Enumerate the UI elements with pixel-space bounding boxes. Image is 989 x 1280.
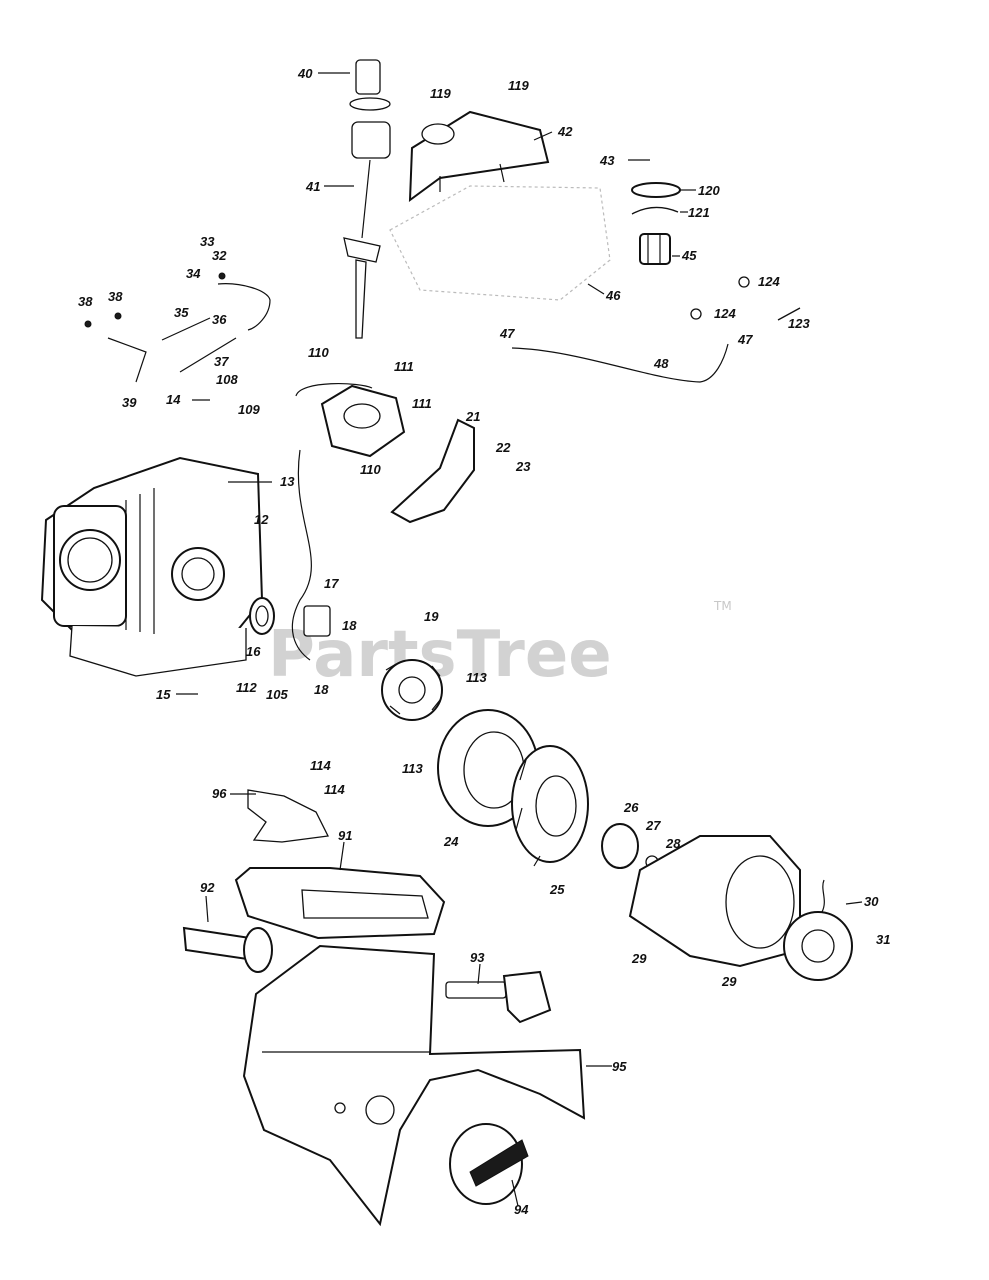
- callout-34: 34: [186, 266, 201, 281]
- callout-36: 36: [212, 312, 227, 327]
- callout-124: 124: [758, 274, 780, 289]
- fuel-tank: [389, 185, 611, 301]
- exhaust-pipe: [182, 926, 273, 973]
- callout-110: 110: [308, 345, 329, 360]
- callout-121: 121: [688, 205, 710, 220]
- callout-19: 19: [424, 609, 439, 624]
- callout-labels: 40 119 119 42 43 120 121 41 45 46 124 12…: [78, 66, 890, 1217]
- callout-31: 31: [876, 932, 890, 947]
- callout-119: 119: [508, 78, 529, 93]
- callout-120: 120: [698, 183, 720, 198]
- callout-39: 39: [122, 395, 137, 410]
- callout-119: 119: [430, 86, 451, 101]
- fuel-cap: [449, 1123, 529, 1205]
- callout-43: 43: [599, 153, 615, 168]
- callout-46: 46: [605, 288, 621, 303]
- callout-48: 48: [653, 356, 669, 371]
- callout-114: 114: [324, 782, 345, 797]
- callout-110: 110: [360, 462, 381, 477]
- callout-35: 35: [174, 305, 189, 320]
- callout-33: 33: [200, 234, 215, 249]
- callout-16: 16: [246, 644, 261, 659]
- callout-114: 114: [310, 758, 331, 773]
- callout-26: 26: [623, 800, 639, 815]
- callout-109: 109: [238, 402, 260, 417]
- callout-47: 47: [499, 326, 515, 341]
- callout-45: 45: [681, 248, 697, 263]
- callout-113: 113: [466, 670, 487, 685]
- callout-112: 112: [236, 680, 257, 695]
- engine-block: [40, 456, 264, 677]
- recoil-starter: [783, 879, 853, 981]
- callout-30: 30: [864, 894, 879, 909]
- callout-23: 23: [515, 459, 531, 474]
- callout-27: 27: [645, 818, 661, 833]
- engine-shroud: [242, 944, 586, 1227]
- callout-92: 92: [200, 880, 215, 895]
- callout-95: 95: [612, 1059, 627, 1074]
- callout-22: 22: [495, 440, 511, 455]
- callout-40: 40: [297, 66, 313, 81]
- callout-94: 94: [514, 1202, 529, 1217]
- governor-lever: [390, 418, 475, 524]
- callout-111: 111: [412, 396, 432, 411]
- callout-96: 96: [212, 786, 227, 801]
- callout-42: 42: [557, 124, 573, 139]
- callout-41: 41: [305, 179, 320, 194]
- cooling-fan: [511, 745, 589, 867]
- callout-111: 111: [394, 359, 414, 374]
- blower-housing: [628, 835, 801, 968]
- callout-29: 29: [721, 974, 737, 989]
- callout-29: 29: [631, 951, 647, 966]
- callout-37: 37: [214, 354, 229, 369]
- callout-93: 93: [470, 950, 485, 965]
- callout-14: 14: [166, 392, 181, 407]
- callout-38: 38: [108, 289, 123, 304]
- callout-108: 108: [216, 372, 238, 387]
- callout-124: 124: [714, 306, 736, 321]
- callout-38: 38: [78, 294, 93, 309]
- callout-28: 28: [665, 836, 681, 851]
- callout-15: 15: [156, 687, 171, 702]
- callout-32: 32: [212, 248, 227, 263]
- callout-113: 113: [402, 761, 423, 776]
- carburetor: [295, 383, 406, 458]
- callout-47: 47: [737, 332, 753, 347]
- callout-17: 17: [324, 576, 339, 591]
- governor-linkage: [84, 272, 271, 383]
- leader-lines: [176, 72, 863, 1207]
- callout-24: 24: [443, 834, 459, 849]
- watermark-trademark: TM: [713, 599, 732, 613]
- dipstick-assembly: [343, 59, 391, 339]
- callout-25: 25: [549, 882, 565, 897]
- callout-123: 123: [788, 316, 810, 331]
- callout-105: 105: [266, 687, 288, 702]
- callout-91: 91: [338, 828, 352, 843]
- callout-21: 21: [465, 409, 480, 424]
- bracket: [247, 789, 329, 843]
- callout-18: 18: [314, 682, 329, 697]
- alternator-stator: [381, 659, 443, 721]
- muffler: [234, 867, 446, 940]
- callout-13: 13: [280, 474, 295, 489]
- choke-knob: [445, 970, 552, 1024]
- fuel-tank-bracket: [408, 110, 550, 203]
- callout-12: 12: [254, 512, 269, 527]
- callout-18: 18: [342, 618, 357, 633]
- fuel-cap-parts: [631, 182, 681, 265]
